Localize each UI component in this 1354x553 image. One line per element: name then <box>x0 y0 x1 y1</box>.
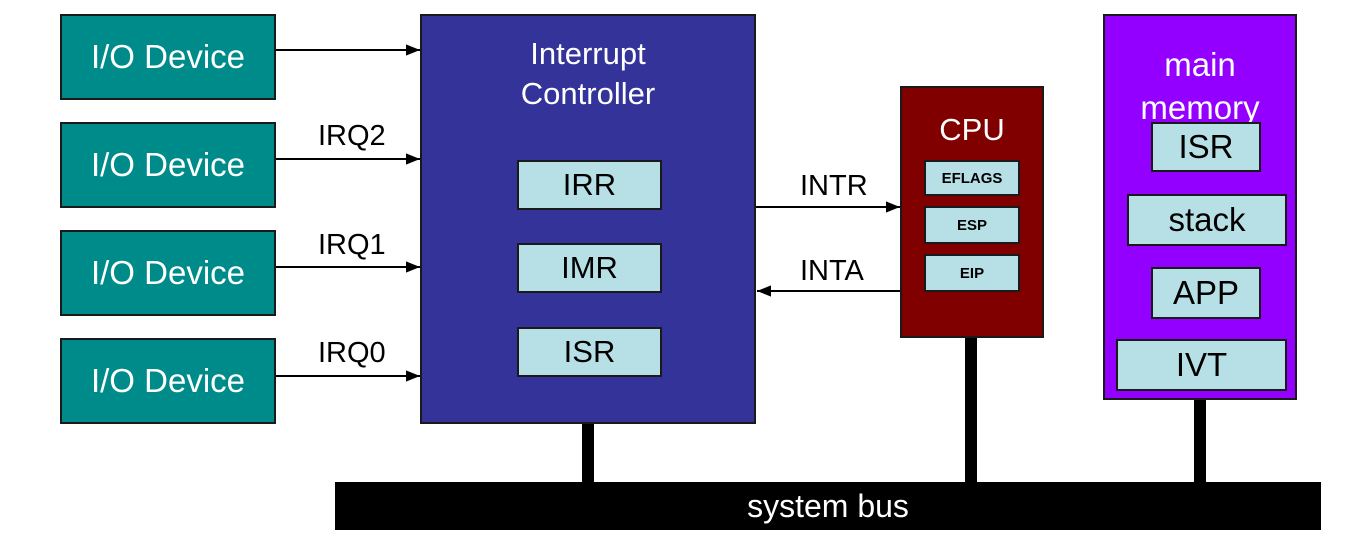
memory-stack-region: stack <box>1127 194 1287 246</box>
main-memory-title: main memory <box>1105 43 1295 129</box>
irq0-label: IRQ0 <box>318 337 386 369</box>
main-memory-title-line1: main <box>1164 46 1236 83</box>
cpu: CPU EFLAGS ESP EIP <box>900 86 1044 338</box>
memory-isr-region: ISR <box>1151 122 1261 172</box>
io-device-3: I/O Device <box>60 230 276 316</box>
irq1-label: IRQ1 <box>318 229 386 261</box>
intr-label: INTR <box>800 170 868 202</box>
esp-register: ESP <box>924 206 1020 244</box>
memory-ivt-region: IVT <box>1116 339 1287 391</box>
main-memory: main memory ISR stack APP IVT <box>1103 14 1297 400</box>
main-memory-title-line2: memory <box>1140 89 1260 126</box>
cpu-bus-stem <box>965 338 977 482</box>
eip-register: EIP <box>924 254 1020 292</box>
io-device-4: I/O Device <box>60 338 276 424</box>
imr-register: IMR <box>517 243 662 293</box>
memory-bus-stem <box>1194 400 1206 482</box>
memory-app-region: APP <box>1151 267 1261 319</box>
interrupt-controller-title: Interrupt Controller <box>422 34 754 114</box>
cpu-title: CPU <box>939 112 1005 147</box>
isr-register: ISR <box>517 327 662 377</box>
interrupt-controller-title-line2: Controller <box>520 76 656 111</box>
eflags-register: EFLAGS <box>924 160 1020 196</box>
irq2-label: IRQ2 <box>318 120 386 152</box>
io-device-2: I/O Device <box>60 122 276 208</box>
io-device-1: I/O Device <box>60 14 276 100</box>
interrupt-controller: Interrupt Controller IRR IMR ISR <box>420 14 756 424</box>
system-bus: system bus <box>335 482 1321 530</box>
inta-label: INTA <box>800 255 864 287</box>
irr-register: IRR <box>517 160 662 210</box>
interrupt-controller-bus-stem <box>582 424 594 482</box>
interrupt-controller-title-line1: Interrupt <box>530 36 646 71</box>
